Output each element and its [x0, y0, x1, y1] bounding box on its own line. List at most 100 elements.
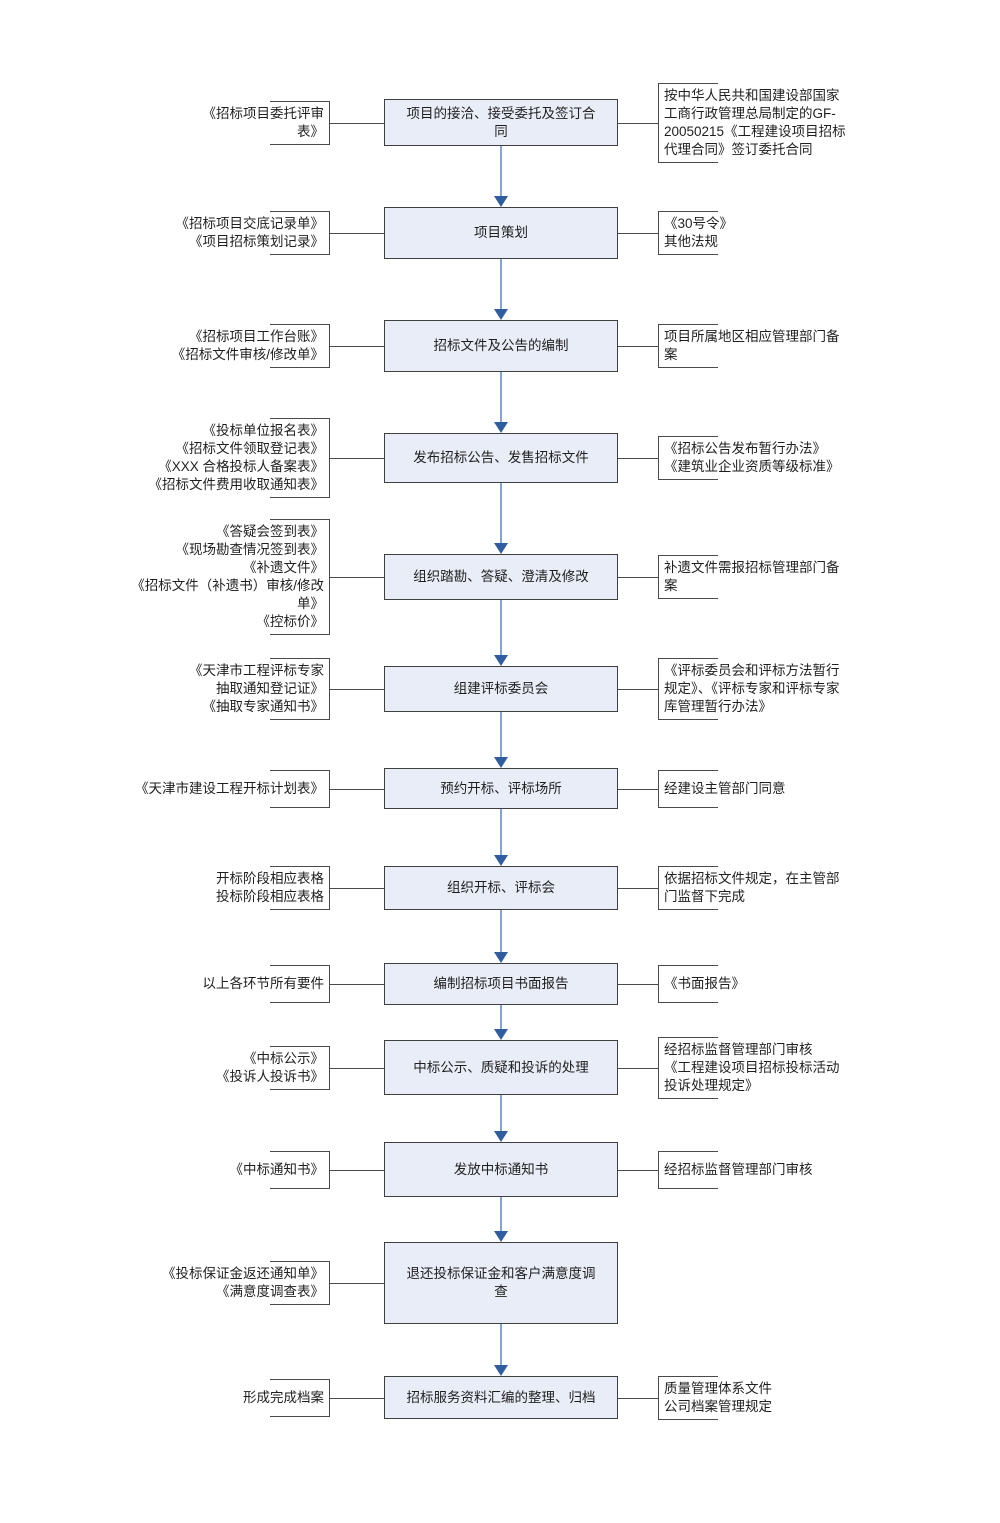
flow-arrow	[493, 809, 509, 866]
reference-note-text: 项目所属地区相应管理部门备案	[664, 329, 840, 362]
arrow-stem	[500, 146, 502, 198]
flow-node: 组织踏勘、答疑、澄清及修改	[384, 554, 618, 600]
reference-note-text: 《30号令》 其他法规	[664, 216, 734, 249]
input-doc-text: 《投标保证金返还通知单》 《满意度调查表》	[162, 1266, 324, 1299]
flow-row-8: 开标阶段相应表格 投标阶段相应表格 组织开标、评标会 依据招标文件规定，在主管部…	[0, 866, 1000, 910]
arrow-down-icon	[494, 757, 508, 768]
reference-note-label: 经招标监督管理部门审核 《工程建设项目招标投标活动投诉处理规定》	[658, 1036, 848, 1099]
arrow-down-icon	[494, 855, 508, 866]
flow-arrow	[493, 1005, 509, 1040]
input-doc-label: 《天津市工程评标专家抽取通知登记证》 《抽取专家通知书》	[186, 658, 330, 720]
reference-note-text: 经招标监督管理部门审核 《工程建设项目招标投标活动投诉处理规定》	[664, 1041, 840, 1093]
flow-row-11: 《中标通知书》 发放中标通知书 经招标监督管理部门审核	[0, 1142, 1000, 1197]
arrow-down-icon	[494, 309, 508, 320]
flow-row-7: 《天津市建设工程开标计划表》 预约开标、评标场所 经建设主管部门同意	[0, 768, 1000, 809]
input-doc-text: 以上各环节所有要件	[202, 976, 325, 991]
arrow-stem	[500, 1095, 502, 1133]
reference-note-text: 《招标公告发布暂行办法》 《建筑业企业资质等级标准》	[664, 441, 840, 474]
flow-arrow	[493, 146, 509, 207]
input-doc-label: 《投标单位报名表》 《招标文件领取登记表》 《XXX 合格投标人备案表》 《招标…	[148, 418, 330, 498]
arrow-stem	[500, 1324, 502, 1367]
input-doc-label: 《招标项目交底记录单》 《项目招标策划记录》	[176, 211, 330, 255]
arrow-down-icon	[494, 952, 508, 963]
connector-line-right	[618, 888, 658, 889]
arrow-stem	[500, 483, 502, 545]
input-doc-label: 以上各环节所有要件	[202, 965, 330, 1003]
flow-node: 招标服务资料汇编的整理、归档	[384, 1376, 618, 1419]
flow-node: 项目的接洽、接受委托及签订合同	[384, 99, 618, 146]
connector-line-left	[330, 1283, 384, 1284]
connector-line-left	[330, 1067, 384, 1069]
input-doc-label: 《招标项目委托评审表》	[200, 100, 330, 145]
flow-node: 项目策划	[384, 207, 618, 259]
connector-line-right	[618, 346, 658, 347]
connector-line-left	[330, 233, 384, 234]
connector-line-left	[330, 577, 384, 578]
flow-arrow	[493, 259, 509, 320]
input-doc-label: 《投标保证金返还通知单》 《满意度调查表》	[162, 1261, 330, 1305]
arrow-stem	[500, 600, 502, 657]
flow-row-9: 以上各环节所有要件 编制招标项目书面报告 《书面报告》	[0, 963, 1000, 1005]
reference-note-text: 经招标监督管理部门审核	[664, 1161, 813, 1177]
input-doc-text: 《中标通知书》	[229, 1161, 325, 1177]
input-doc-text: 《天津市建设工程开标计划表》	[135, 780, 324, 796]
connector-line-right	[618, 458, 658, 459]
flow-node: 中标公示、质疑和投诉的处理	[384, 1040, 618, 1095]
arrow-stem	[500, 712, 502, 759]
reference-note-label: 依据招标文件规定，在主管部门监督下完成	[658, 866, 848, 910]
reference-note-text: 按中华人民共和国建设部国家工商行政管理总局制定的GF-20050215《工程建设…	[664, 87, 846, 157]
flow-row-10: 《中标公示》 《投诉人投诉书》 中标公示、质疑和投诉的处理 经招标监督管理部门审…	[0, 1036, 1000, 1099]
reference-note-label: 《招标公告发布暂行办法》 《建筑业企业资质等级标准》	[658, 436, 840, 480]
arrow-down-icon	[494, 1231, 508, 1242]
input-doc-text: 《答疑会签到表》 《现场勘查情况签到表》 《补遗文件》 《招标文件（补遗书）审核…	[131, 524, 324, 629]
reference-note-label: 项目所属地区相应管理部门备案	[658, 324, 848, 368]
input-doc-text: 《招标项目工作台账》 《招标文件审核/修改单》	[171, 329, 324, 362]
connector-line-right	[618, 1067, 658, 1069]
reference-note-text: 《评标委员会和评标方法暂行规定》、《评标专家和评标专家库管理暂行办法》	[664, 663, 840, 714]
reference-note-label: 《书面报告》	[658, 965, 745, 1003]
reference-note-text: 质量管理体系文件 公司档案管理规定	[664, 1380, 772, 1414]
arrow-down-icon	[494, 1131, 508, 1142]
arrow-stem	[500, 372, 502, 424]
arrow-down-icon	[494, 1029, 508, 1040]
input-doc-text: 《招标项目委托评审表》	[202, 105, 325, 139]
connector-line-left	[330, 1169, 384, 1171]
input-doc-label: 开标阶段相应表格 投标阶段相应表格	[216, 866, 330, 910]
arrow-stem	[500, 259, 502, 311]
flow-row-3: 《招标项目工作台账》 《招标文件审核/修改单》 招标文件及公告的编制 项目所属地…	[0, 320, 1000, 372]
input-doc-text: 形成完成档案	[243, 1389, 324, 1405]
arrow-down-icon	[494, 196, 508, 207]
connector-line-left	[330, 458, 384, 459]
input-doc-text: 《投标单位报名表》 《招标文件领取登记表》 《XXX 合格投标人备案表》 《招标…	[148, 423, 325, 492]
arrow-stem	[500, 1005, 502, 1031]
reference-note-text: 经建设主管部门同意	[664, 780, 786, 796]
connector-line-left	[330, 346, 384, 347]
flow-row-4: 《投标单位报名表》 《招标文件领取登记表》 《XXX 合格投标人备案表》 《招标…	[0, 418, 1000, 498]
connector-line-right	[618, 577, 658, 578]
input-doc-label: 《答疑会签到表》 《现场勘查情况签到表》 《补遗文件》 《招标文件（补遗书）审核…	[126, 519, 330, 635]
input-doc-text: 《天津市工程评标专家抽取通知登记证》 《抽取专家通知书》	[189, 663, 324, 714]
arrow-down-icon	[494, 1365, 508, 1376]
reference-note-text: 依据招标文件规定，在主管部门监督下完成	[664, 871, 840, 904]
connector-line-left	[330, 984, 384, 985]
reference-note-text: 补遗文件需报招标管理部门备案	[664, 560, 840, 593]
connector-line-right	[618, 1169, 658, 1171]
flow-arrow	[493, 910, 509, 963]
flow-node: 组织开标、评标会	[384, 866, 618, 910]
flow-row-1: 《招标项目委托评审表》 项目的接洽、接受委托及签订合同 按中华人民共和国建设部国…	[0, 82, 1000, 163]
arrow-stem	[500, 809, 502, 857]
reference-note-label: 《评标委员会和评标方法暂行规定》、《评标专家和评标专家库管理暂行办法》	[658, 658, 848, 720]
reference-note-label: 质量管理体系文件 公司档案管理规定	[658, 1375, 772, 1420]
reference-note-label: 经招标监督管理部门审核	[658, 1150, 813, 1189]
arrow-down-icon	[494, 422, 508, 433]
reference-note-label: 《30号令》 其他法规	[658, 211, 734, 255]
flow-row-12: 《投标保证金返还通知单》 《满意度调查表》 退还投标保证金和客户满意度调查	[0, 1242, 1000, 1324]
connector-line-right	[618, 1397, 658, 1399]
flow-arrow	[493, 600, 509, 666]
connector-line-right	[618, 122, 658, 124]
reference-note-label: 经建设主管部门同意	[658, 769, 786, 808]
flow-node: 招标文件及公告的编制	[384, 320, 618, 372]
flow-arrow	[493, 712, 509, 768]
connector-line-left	[330, 689, 384, 690]
arrow-down-icon	[494, 543, 508, 554]
